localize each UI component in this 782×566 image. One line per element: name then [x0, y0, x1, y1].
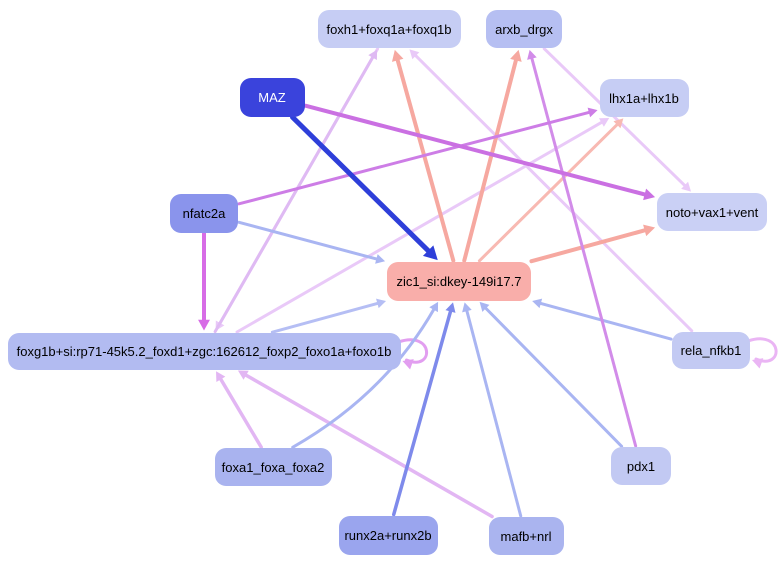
node-label: noto+vax1+vent — [665, 204, 759, 220]
node-label: runx2a+runx2b — [344, 527, 432, 543]
node-mafb[interactable]: mafb+nrl — [488, 517, 564, 555]
node-maz[interactable]: MAZ — [239, 77, 305, 117]
node-label: mafb+nrl — [500, 528, 552, 544]
node-label: lhx1a+lhx1b — [609, 90, 679, 106]
node-label: pdx1 — [626, 458, 656, 474]
node-rela[interactable]: rela_nfkb1 — [672, 331, 750, 369]
edge-zic1-lhx1a — [477, 118, 624, 263]
node-pdx1[interactable]: pdx1 — [611, 447, 671, 485]
node-label: nfatc2a — [182, 205, 226, 221]
node-runx2a[interactable]: runx2a+runx2b — [338, 515, 438, 555]
node-foxh1[interactable]: foxh1+foxq1a+foxq1b — [317, 10, 461, 48]
node-label: foxa1_foxa_foxa2 — [221, 459, 325, 475]
edge-mafb-zic1 — [462, 302, 523, 518]
node-foxg1b[interactable]: foxg1b+si:rp71-45k5.2_foxd1+zgc:162612_f… — [7, 332, 401, 370]
edge-runx2a-zic1 — [391, 302, 456, 517]
edge-zic1-noto — [529, 224, 656, 264]
edge-foxa1-zic1 — [291, 301, 439, 449]
edge-nfatc2a-lhx1a — [237, 107, 598, 206]
node-nfatc2a[interactable]: nfatc2a — [170, 193, 238, 233]
node-label: zic1_si:dkey-149i17.7 — [396, 273, 522, 289]
node-label: arxb_drgx — [495, 21, 553, 37]
edge-zic1-foxh1 — [391, 49, 456, 263]
node-zic1[interactable]: zic1_si:dkey-149i17.7 — [387, 261, 531, 301]
node-noto[interactable]: noto+vax1+vent — [657, 193, 767, 231]
edge-mafb-foxg1b — [237, 370, 494, 519]
edge-foxg1b-foxh1 — [213, 49, 378, 334]
edge-selfloop-foxg1b — [397, 338, 429, 370]
node-label: rela_nfkb1 — [680, 342, 742, 358]
edge-nfatc2a-zic1 — [237, 220, 386, 264]
node-label: foxg1b+si:rp71-45k5.2_foxd1+zgc:162612_f… — [16, 343, 392, 359]
edge-rela-zic1 — [532, 298, 673, 341]
edge-foxg1b-zic1 — [270, 298, 387, 334]
edge-rela-foxh1 — [409, 49, 694, 333]
edge-foxg1b-lhx1a — [235, 117, 610, 334]
edge-foxa1-foxg1b — [216, 371, 263, 449]
node-arxb[interactable]: arxb_drgx — [486, 10, 562, 48]
edge-maz-noto — [303, 103, 656, 201]
node-label: foxh1+foxq1a+foxq1b — [326, 21, 452, 37]
edge-selfloop-rela — [746, 337, 778, 369]
edge-nfatc2a-foxg1b — [198, 231, 210, 331]
node-label: MAZ — [258, 89, 286, 105]
node-foxa1[interactable]: foxa1_foxa_foxa2 — [214, 448, 332, 486]
node-lhx1a[interactable]: lhx1a+lhx1b — [599, 79, 689, 117]
edge-arxb-noto — [542, 47, 692, 192]
edge-pdx1-zic1 — [479, 301, 624, 448]
edge-maz-zic1 — [290, 114, 438, 261]
edge-zic1-arxb — [462, 49, 522, 263]
